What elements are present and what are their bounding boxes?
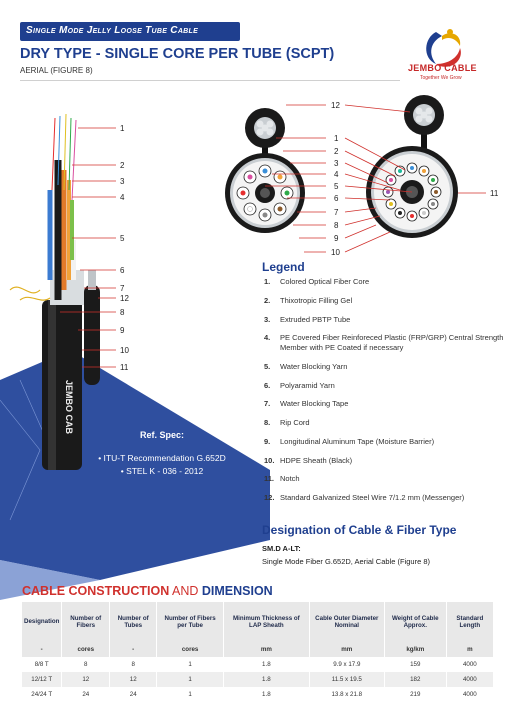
page-subtitle: AERIAL (FIGURE 8) <box>20 66 93 75</box>
legend-item: 6.Polyaramid Yarn <box>264 380 335 390</box>
cross-callout-4: 4 <box>334 170 339 179</box>
legend-item: 10.HDPE Sheath (Black) <box>264 455 353 465</box>
legend-item: 1.Colored Optical Fiber Core <box>264 277 370 286</box>
cross-callout-5: 5 <box>334 182 339 191</box>
side-callout-8: 8 <box>120 308 125 317</box>
product-family-banner: Single Mode Jelly Loose Tube Cable <box>20 22 240 41</box>
logo-name: JEMBO CABLE <box>408 63 477 73</box>
column-header: Number of Fibers <box>61 602 111 642</box>
jembo-logo-icon <box>426 29 461 67</box>
column-header: Minimum Thickness of LAP Sheath <box>223 602 310 642</box>
column-header: Cable Outer Diameter Nominal <box>309 602 385 642</box>
legend-heading: Legend <box>262 260 305 274</box>
side-callout-12: 12 <box>120 294 129 303</box>
column-header: Standard Length <box>446 602 495 642</box>
legend-list: 1.Colored Optical Fiber Core 2.Thixotrop… <box>264 277 504 512</box>
cross-callout-1: 1 <box>334 134 339 143</box>
cross-callout-6: 6 <box>334 194 339 203</box>
cross-callout-7: 7 <box>334 208 339 217</box>
ref-spec-item: • ITU-T Recommendation G.652D <box>98 453 226 463</box>
banner-text: Single Mode Jelly Loose Tube Cable <box>26 25 199 36</box>
side-callout-3: 3 <box>120 177 125 186</box>
cross-callout-3: 3 <box>334 159 339 168</box>
table-header-row: Designation Number of Fibers Number of T… <box>22 602 495 642</box>
page-title: DRY TYPE - SINGLE CORE PER TUBE (SCPT) <box>20 46 335 62</box>
column-header: Designation <box>22 602 63 642</box>
cross-callout-9: 9 <box>334 234 339 243</box>
column-header: Weight of Cable Approx. <box>384 602 447 642</box>
cross-callout-11: 11 <box>490 189 499 198</box>
ref-spec-item: • STEL K - 036 - 2012 <box>120 466 204 476</box>
side-callout-10: 10 <box>120 346 129 355</box>
header-divider <box>20 80 400 81</box>
side-callout-1: 1 <box>120 124 125 133</box>
side-callout-9: 9 <box>120 326 125 335</box>
table-row: 8/8 T 8 8 1 1.8 9.9 x 17.9 159 4000 <box>22 657 495 672</box>
legend-item: 8.Rip Cord <box>264 418 310 428</box>
legend-item: 12.Standard Galvanized Steel Wire 7/1.2 … <box>264 493 465 503</box>
cross-callout-8: 8 <box>334 221 339 230</box>
legend-item: 3.Extruded PBTP Tube <box>264 314 351 324</box>
column-header: Number of Tubes <box>109 602 158 642</box>
cable-print-text: JEMBO CAB <box>64 380 74 435</box>
cross-callout-12: 12 <box>331 101 340 110</box>
side-callout-5: 5 <box>120 234 125 243</box>
side-callout-6: 6 <box>120 266 125 275</box>
cross-section-left <box>225 108 305 233</box>
ref-spec: Ref. Spec: • ITU-T Recommendation G.652D… <box>72 430 252 478</box>
legend-item: 5.Water Blocking Yarn <box>264 361 348 371</box>
ref-spec-heading: Ref. Spec: <box>139 430 184 440</box>
table-row: 12/12 T 12 12 1 1.8 11.5 x 19.5 182 4000 <box>22 672 495 687</box>
construction-heading: CABLE CONSTRUCTION AND DIMENSION <box>22 584 273 598</box>
cross-callout-2: 2 <box>334 147 339 156</box>
units-row: - cores - cores mm mm kg/km m <box>22 642 495 657</box>
cable-side-view: JEMBO CAB <box>9 113 100 470</box>
legend-item: 7.Water Blocking Tape <box>264 399 349 409</box>
legend-item: 4.PE Covered Fiber Reinforeced Plastic (… <box>264 333 504 352</box>
logo-tagline: Together We Grow <box>420 75 462 81</box>
side-callout-4: 4 <box>120 193 125 202</box>
side-callout-11: 11 <box>120 363 129 372</box>
designation-description: Single Mode Fiber G.652D, Aerial Cable (… <box>262 557 430 566</box>
legend-item: 11.Notch <box>264 474 300 484</box>
side-callout-7: 7 <box>120 284 125 293</box>
designation-heading: Designation of Cable & Fiber Type <box>262 523 457 537</box>
designation-code: SM.D A-LT: <box>262 544 301 553</box>
column-header: Number of Fibers per Tube <box>156 602 224 642</box>
side-callout-2: 2 <box>120 161 125 170</box>
cross-section-right <box>366 95 458 238</box>
panel-accent <box>0 560 100 600</box>
construction-table: Designation Number of Fibers Number of T… <box>22 602 495 702</box>
legend-item: 9.Longitudinal Aluminum Tape (Moisture B… <box>264 436 435 446</box>
cross-callout-10: 10 <box>331 248 340 257</box>
legend-item: 2.Thixotropic Filling Gel <box>264 295 353 305</box>
table-row: 24/24 T 24 24 1 1.8 13.8 x 21.8 219 4000 <box>22 687 495 702</box>
